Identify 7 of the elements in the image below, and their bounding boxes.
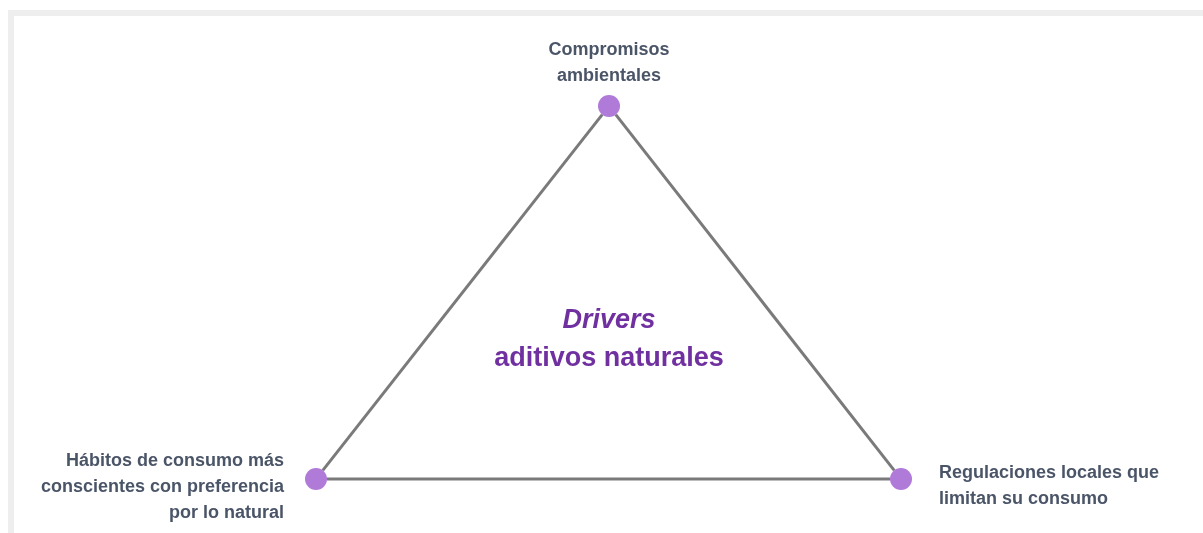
center-title: Drivers aditivos naturales xyxy=(493,303,725,374)
node-caption: Hábitos de consumo más conscientes con preferencia por lo natural xyxy=(39,449,284,524)
node-caption: Compromisos ambientales xyxy=(547,38,671,87)
connector-line xyxy=(321,113,604,472)
connector-line xyxy=(614,113,896,472)
node-caption: Regulaciones locales que limitan su consumo xyxy=(939,461,1161,510)
connector-line xyxy=(327,477,890,481)
